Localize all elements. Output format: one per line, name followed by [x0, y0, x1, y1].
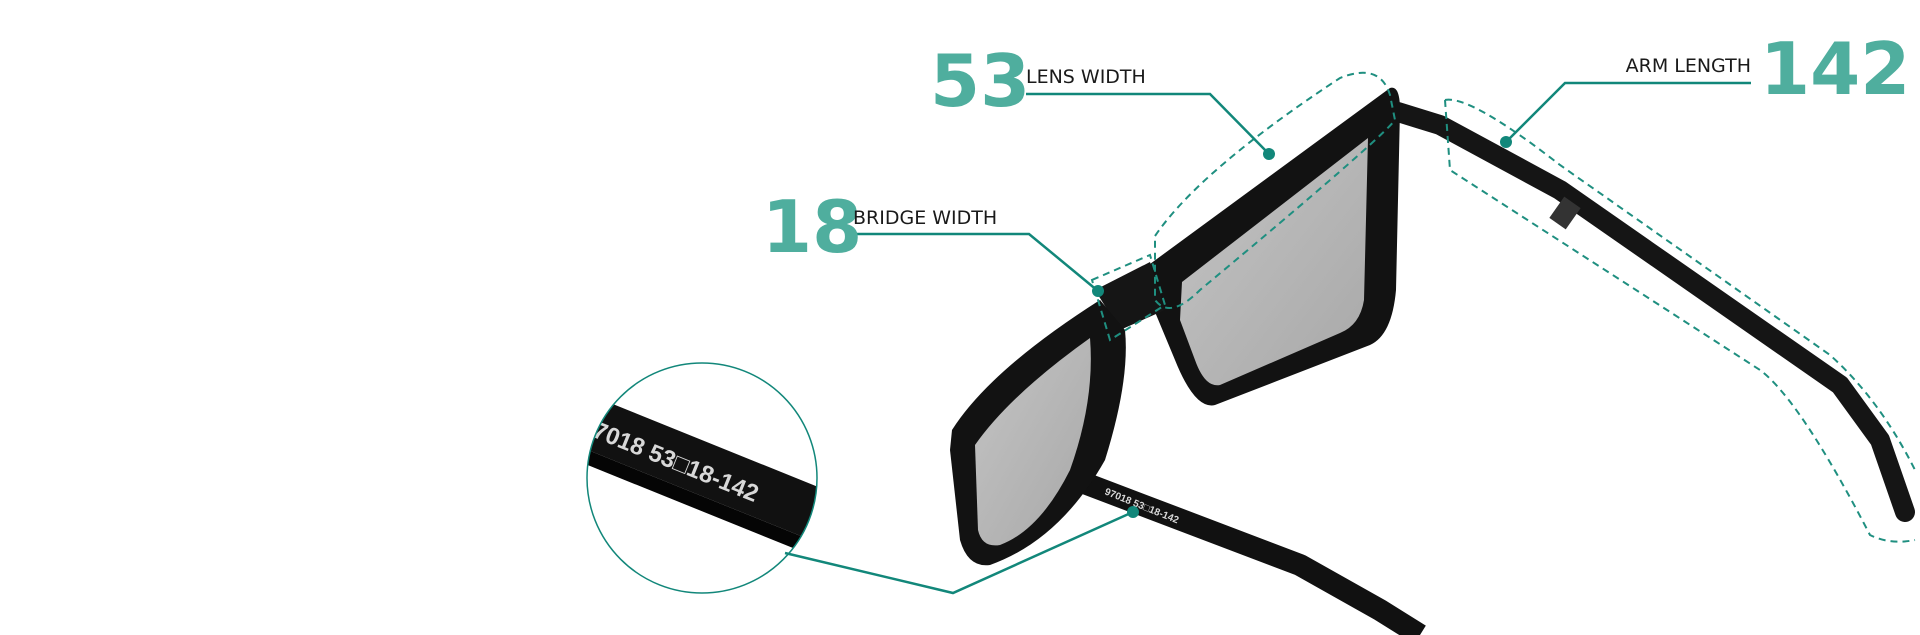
bridge-width-label: BRIDGE WIDTH [853, 207, 997, 229]
right-lens [1180, 138, 1368, 386]
arm-length-marker [1500, 136, 1512, 148]
arm-length-leader [1505, 81, 1751, 143]
bridge-width-dashed-outline [1090, 253, 1167, 342]
engraving-marker [1127, 506, 1139, 518]
left-lens [975, 338, 1091, 546]
lens-width-value: 53 [930, 39, 1030, 123]
lens-width-label: LENS WIDTH [1026, 66, 1146, 88]
bridge-width-marker [1092, 285, 1104, 297]
right-temple-arm [1388, 102, 1915, 522]
lens-width-leader [1026, 92, 1270, 155]
lens-width-marker [1263, 148, 1275, 160]
engraving-leader [784, 510, 1134, 595]
bridge-width-leader [853, 232, 1099, 292]
engraving-magnifier: 97018 53□18-142 [587, 376, 817, 558]
arm-length-label: ARM LENGTH [1626, 55, 1751, 77]
lens-width-dashed-outline [1154, 71, 1397, 309]
magnifier-ring [586, 362, 818, 594]
arm-length-dashed-outline [1444, 98, 1916, 543]
bridge-width-value: 18 [762, 185, 862, 269]
bridge [1095, 262, 1165, 330]
arm-length-value: 142 [1760, 27, 1910, 111]
temple-texture [1549, 196, 1581, 230]
